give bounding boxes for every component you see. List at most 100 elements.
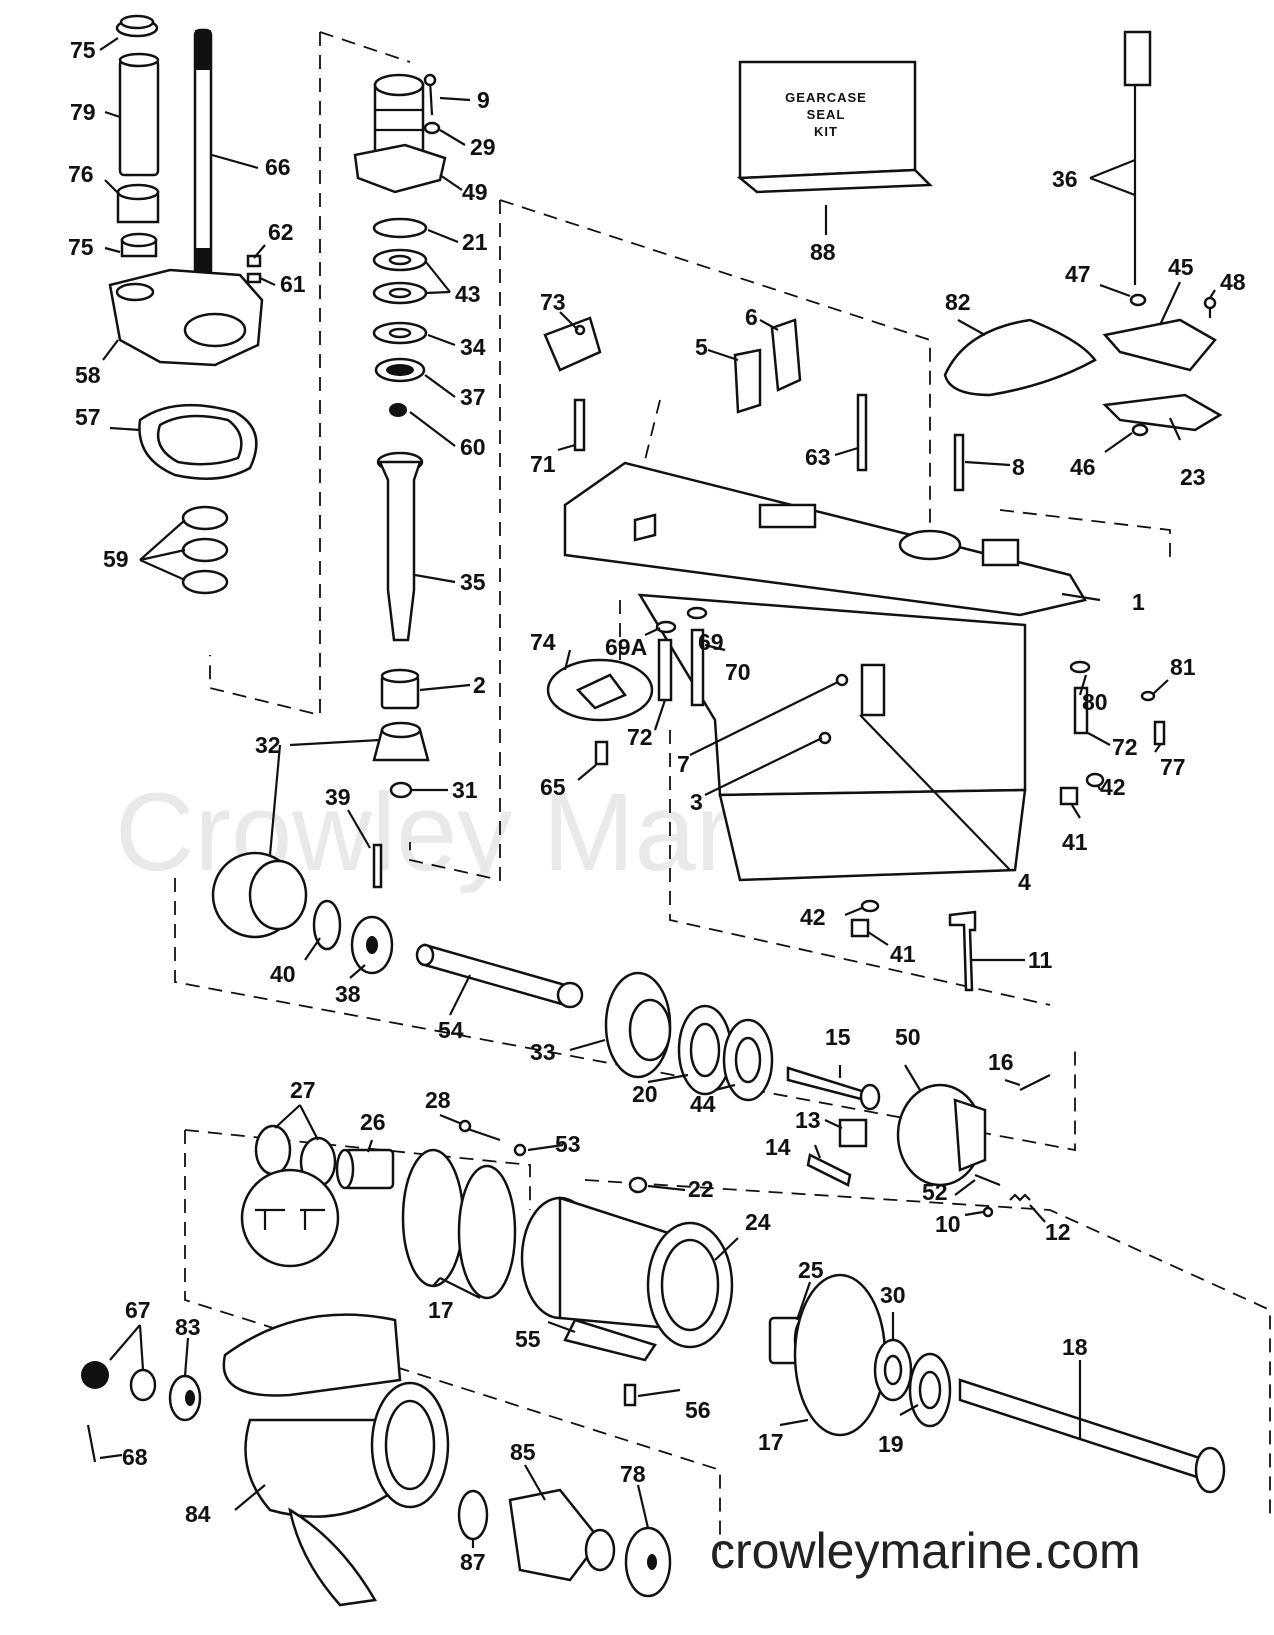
part-30-washer [873,1338,913,1402]
part-73-anode [543,316,602,372]
label-38: 38 [335,981,361,1007]
website-url: crowleymarine.com [710,1523,1141,1579]
label-22: 22 [688,1176,714,1202]
label-46: 46 [1070,454,1096,480]
part-57-gasket [138,403,258,480]
part-19-thrust-washer [908,1352,952,1428]
part-74-trim-tab [546,658,654,722]
part-40-ring [312,899,342,951]
part-80-81-77-hardware [1069,660,1166,746]
part-13-14-linkage [806,1118,868,1187]
label-55: 55 [515,1326,541,1352]
label-11: 11 [1028,947,1053,973]
part-11-shift-lever [948,910,977,992]
label-28: 28 [425,1087,451,1113]
label-45: 45 [1168,254,1194,280]
label-18: 18 [1062,1334,1088,1360]
part-1-gearcase [563,461,1087,882]
part-21-ring [372,217,428,239]
label-63: 63 [805,444,831,470]
label-24: 24 [745,1209,771,1235]
callout-labels: 75 79 76 75 66 62 61 58 57 59 9 29 49 21… [68,37,1246,1575]
label-73: 73 [540,289,566,315]
part-56-screw [623,1383,637,1407]
label-21: 21 [462,229,488,255]
part-66-driveshaft [193,28,213,277]
label-83: 83 [175,1314,201,1340]
label-60: 60 [460,434,486,460]
part-41-42-drain [850,772,1105,938]
label-56: 56 [685,1397,711,1423]
part-47-45-plate [1102,293,1217,372]
label-69a: 69A [605,634,647,660]
part-71-screw [573,398,586,452]
part-5-6-plates [733,318,802,414]
part-76-housing [116,183,160,258]
label-62: 62 [268,219,294,245]
part-20-bearing [677,1004,733,1096]
label-40: 40 [270,961,296,987]
label-8: 8 [1012,454,1025,480]
label-17-pair: 17 [428,1297,454,1323]
label-30: 30 [880,1282,906,1308]
kit-line-1: GEARCASE [785,90,867,105]
part-63-stud [856,393,868,472]
part-55-plate [563,1318,657,1362]
part-9-screw [423,73,437,116]
label-75-top: 75 [70,37,96,63]
part-46-washer [1131,423,1149,437]
part-24-bearing-carrier [520,1196,734,1349]
label-70: 70 [725,659,751,685]
label-69: 69 [698,629,724,655]
label-2: 2 [473,672,486,698]
part-54-propshaft [415,943,584,1009]
part-2-bearing [380,668,420,710]
label-77: 77 [1160,754,1186,780]
label-41-bottom: 41 [890,941,916,967]
label-72-left: 72 [627,724,653,750]
label-84: 84 [185,1501,211,1527]
label-14: 14 [765,1134,791,1160]
part-32-forward-gear [211,851,308,939]
label-36: 36 [1052,166,1078,192]
part-87-bushing [457,1489,489,1541]
label-6: 6 [745,304,758,330]
part-33-reverse-gear [604,971,672,1079]
label-79: 79 [70,99,96,125]
leader-lines [99,37,1216,1548]
label-34: 34 [460,334,486,360]
part-49-water-pump [353,73,447,194]
label-59: 59 [103,546,129,572]
part-18-propeller-shaft [958,1378,1226,1494]
part-27-seals [240,1124,340,1268]
label-54: 54 [438,1017,464,1043]
label-67: 67 [125,1297,151,1323]
label-47: 47 [1065,261,1091,287]
label-74: 74 [530,629,556,655]
label-42-right: 42 [1100,774,1126,800]
label-13: 13 [795,1107,821,1133]
label-23: 23 [1180,464,1206,490]
label-31: 31 [452,777,478,803]
part-16-pin [1019,1074,1051,1091]
label-82: 82 [945,289,971,315]
label-76: 76 [68,161,94,187]
part-84-propeller [222,1313,450,1607]
part-17-o-ring [793,1273,887,1437]
part-34-washer [372,321,428,345]
part-50-bearing-housing [896,1083,987,1187]
label-26: 26 [360,1109,386,1135]
label-7: 7 [677,751,690,777]
part-69-washers [655,606,708,634]
label-80: 80 [1082,689,1108,715]
label-87: 87 [460,1549,486,1575]
label-1: 1 [1132,589,1145,615]
part-58-pump-housing [108,268,264,367]
label-66: 66 [265,154,291,180]
label-39: 39 [325,784,351,810]
part-35-shaft [376,451,424,642]
part-43-shims [372,248,428,305]
part-67-nut-and-washer [81,1361,157,1402]
part-79-tube [118,52,160,177]
kit-line-3: KIT [814,124,838,139]
